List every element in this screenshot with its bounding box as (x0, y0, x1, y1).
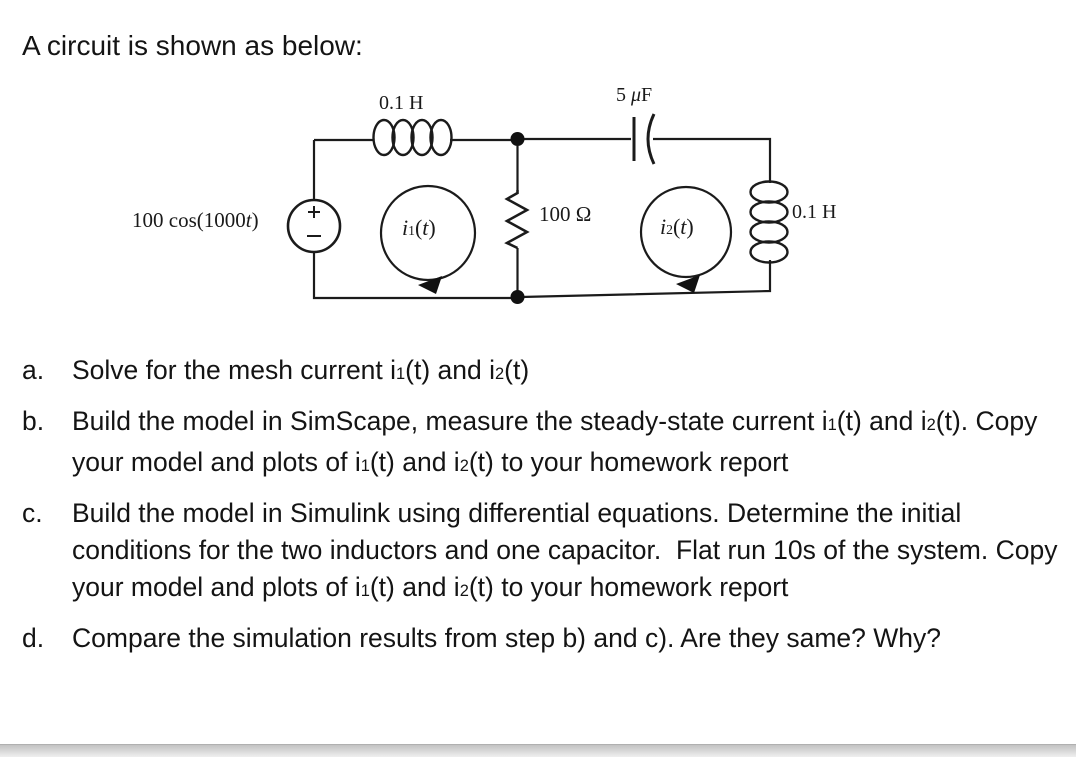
question-text: Compare the simulation results from step… (72, 623, 941, 653)
circuit-diagram: 0.1 H 5 μF 100 cos(1000t) 100 Ω i1(t) i2… (0, 0, 1076, 345)
page-title: A circuit is shown as below: (22, 30, 363, 61)
inductor-L2-icon (749, 180, 789, 264)
voltage-source-value-label: 100 cos(1000t) (132, 208, 259, 232)
mesh-current-1-arrow-icon (379, 184, 477, 294)
capacitor-C1-icon (632, 113, 656, 165)
circuit-schematic-svg (286, 113, 789, 304)
wire (520, 260, 772, 299)
wire-network (312, 137, 772, 300)
wire (312, 252, 514, 300)
mesh-current-2-label: i2(t) (660, 214, 694, 239)
question-letter: c. (22, 498, 43, 528)
question-letter: a. (22, 355, 45, 385)
wire (653, 137, 772, 183)
question-item-b: b. Build the model in SimScape, measure … (22, 403, 1062, 485)
question-item-d: d. Compare the simulation results from s… (22, 620, 1062, 657)
question-list: a. Solve for the mesh current i1(t) and … (22, 352, 1062, 667)
question-letter: b. (22, 406, 45, 436)
inductor-L2-value-label: 0.1 H (792, 201, 837, 223)
mesh-current-2-arrow-icon (639, 185, 733, 293)
question-text: Build the model in Simulink using differ… (72, 498, 1065, 602)
mesh-current-1-label: i1(t) (402, 215, 436, 240)
question-text: Build the model in SimScape, measure the… (72, 406, 1045, 477)
resistor-R1-value-label: 100 Ω (539, 202, 592, 226)
node-dot (510, 132, 525, 146)
question-item-c: c. Build the model in Simulink using dif… (22, 495, 1062, 610)
node-dot (510, 290, 525, 304)
inductor-L1-value-label: 0.1 H (379, 92, 424, 114)
inductor-L1-icon (372, 118, 453, 157)
question-text: Solve for the mesh current i1(t) and i2(… (72, 355, 530, 385)
resistor-R1-icon (504, 190, 530, 250)
capacitor-C1-value-label: 5 μF (616, 84, 653, 106)
voltage-source-icon (286, 198, 342, 254)
window-bottom-edge (0, 744, 1076, 757)
question-letter: d. (22, 623, 45, 653)
question-item-a: a. Solve for the mesh current i1(t) and … (22, 352, 1062, 393)
node-dots (510, 132, 525, 304)
